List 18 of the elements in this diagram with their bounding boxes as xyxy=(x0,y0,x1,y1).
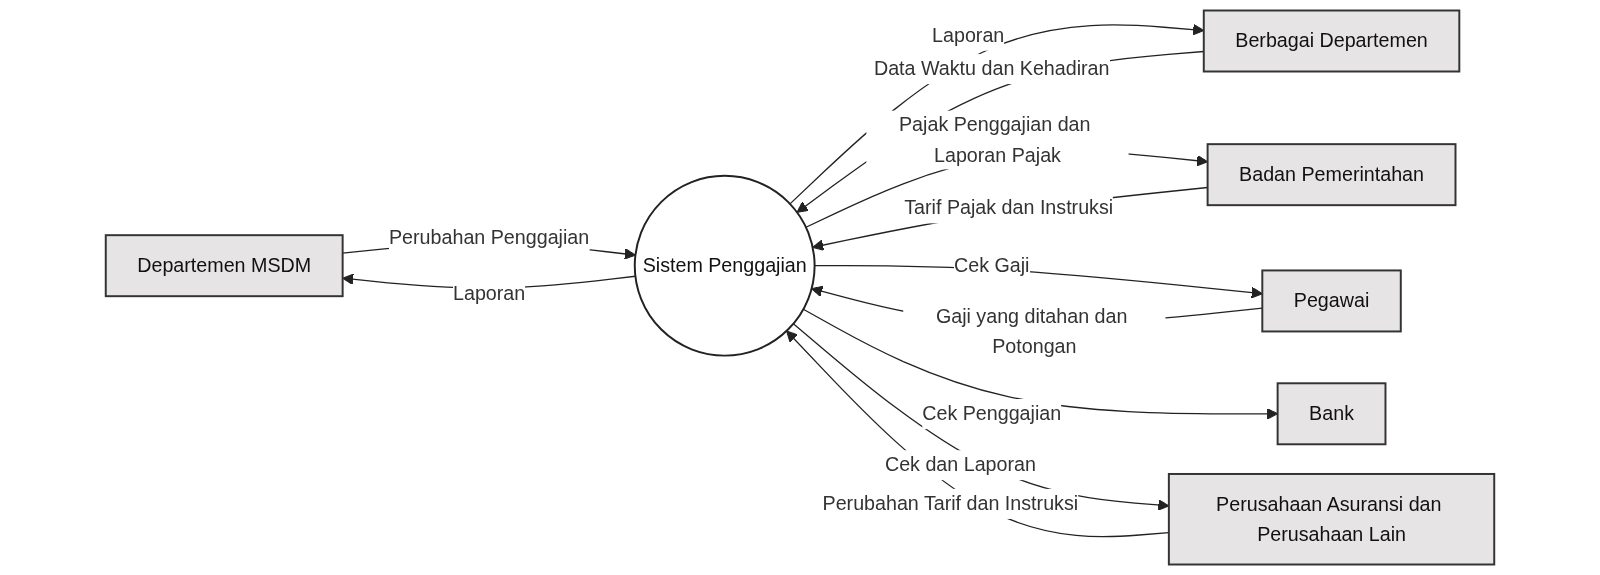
edge-label: Laporan xyxy=(932,23,1005,46)
edge-label: Gaji yang ditahan dan Potongan xyxy=(935,304,1128,357)
node-box: Departemen MSDM xyxy=(104,234,344,298)
node-circle: Sistem Penggajian xyxy=(633,174,816,357)
edge-label: Data Waktu dan Kehadiran xyxy=(873,56,1110,80)
node-box: Berbagai Departemen xyxy=(1202,9,1461,73)
edge-label: Cek Penggajian xyxy=(922,401,1062,424)
node-box: Bank xyxy=(1276,382,1387,446)
edge-label: Perubahan Penggajian xyxy=(388,225,590,249)
edge-label: Tarif Pajak dan Instruksi xyxy=(904,196,1114,219)
edge-label: Laporan xyxy=(452,281,526,304)
edge-label: Cek dan Laporan xyxy=(884,452,1036,476)
node-box: Perusahaan Asuransi dan Perusahaan Lain xyxy=(1167,473,1496,566)
edge-label: Cek Gaji xyxy=(953,253,1030,276)
edge-label: Perubahan Tarif dan Instruksi xyxy=(822,491,1079,514)
node-box: Pegawai xyxy=(1261,269,1402,333)
edge-label: Pajak Penggajian dan Laporan Pajak xyxy=(898,113,1091,165)
node-box: Badan Pemerintahan xyxy=(1206,143,1457,207)
